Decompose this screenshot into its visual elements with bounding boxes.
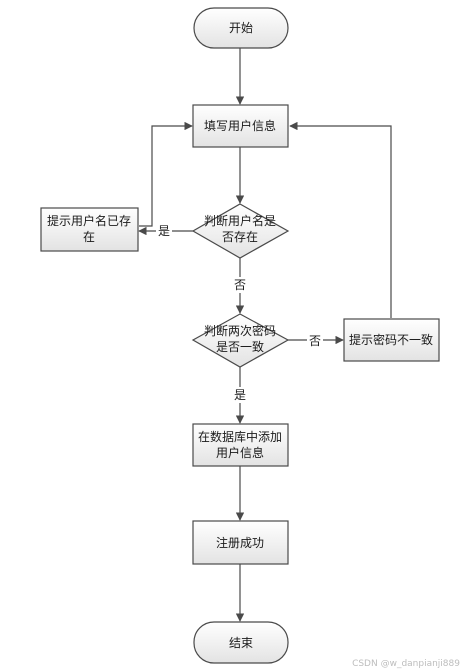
prompt-username-exists-node: 提示用户名已存 在 — [40, 207, 139, 252]
add-to-database-node: 在数据库中添加 用户信息 — [192, 423, 289, 467]
check-password-label-line2: 是否一致 — [216, 340, 264, 354]
prompt-username-exists-line1: 提示用户名已存 — [47, 213, 131, 228]
register-success-label: 注册成功 — [216, 535, 264, 550]
check-password-decision: 判断两次密码 是否一致 — [191, 313, 290, 368]
end-label: 结束 — [229, 636, 253, 650]
end-node: 结束 — [193, 621, 289, 664]
start-node: 开始 — [193, 7, 289, 49]
check-username-label-line2: 否存在 — [222, 230, 258, 244]
start-label: 开始 — [229, 21, 253, 35]
check-password-label-line1: 判断两次密码 — [204, 323, 276, 338]
add-to-database-line2: 用户信息 — [216, 445, 264, 460]
fill-user-info-node: 填写用户信息 — [192, 104, 289, 148]
add-to-database-line1: 在数据库中添加 — [198, 429, 282, 444]
check-username-label-line1: 判断用户名是 — [204, 213, 276, 228]
edge-label-password-yes: 是 — [234, 388, 246, 402]
watermark-text: CSDN @w_danpianji889 — [352, 659, 460, 669]
prompt-username-exists-line2: 在 — [83, 230, 95, 244]
register-success-node: 注册成功 — [192, 520, 289, 565]
check-username-decision: 判断用户名是 否存在 — [191, 203, 290, 259]
edge-password-mismatch-loop — [289, 121, 392, 318]
edge-username-exists-loop — [139, 121, 193, 227]
fill-user-info-label: 填写用户信息 — [204, 118, 276, 133]
edge-labels: 是 否 否 是 — [156, 223, 323, 403]
edge-label-username-no: 否 — [234, 278, 246, 292]
prompt-password-mismatch-label: 提示密码不一致 — [349, 332, 433, 347]
edge-label-password-no: 否 — [309, 334, 321, 348]
prompt-password-mismatch-node: 提示密码不一致 — [343, 318, 440, 362]
edge-label-username-yes: 是 — [158, 224, 170, 238]
